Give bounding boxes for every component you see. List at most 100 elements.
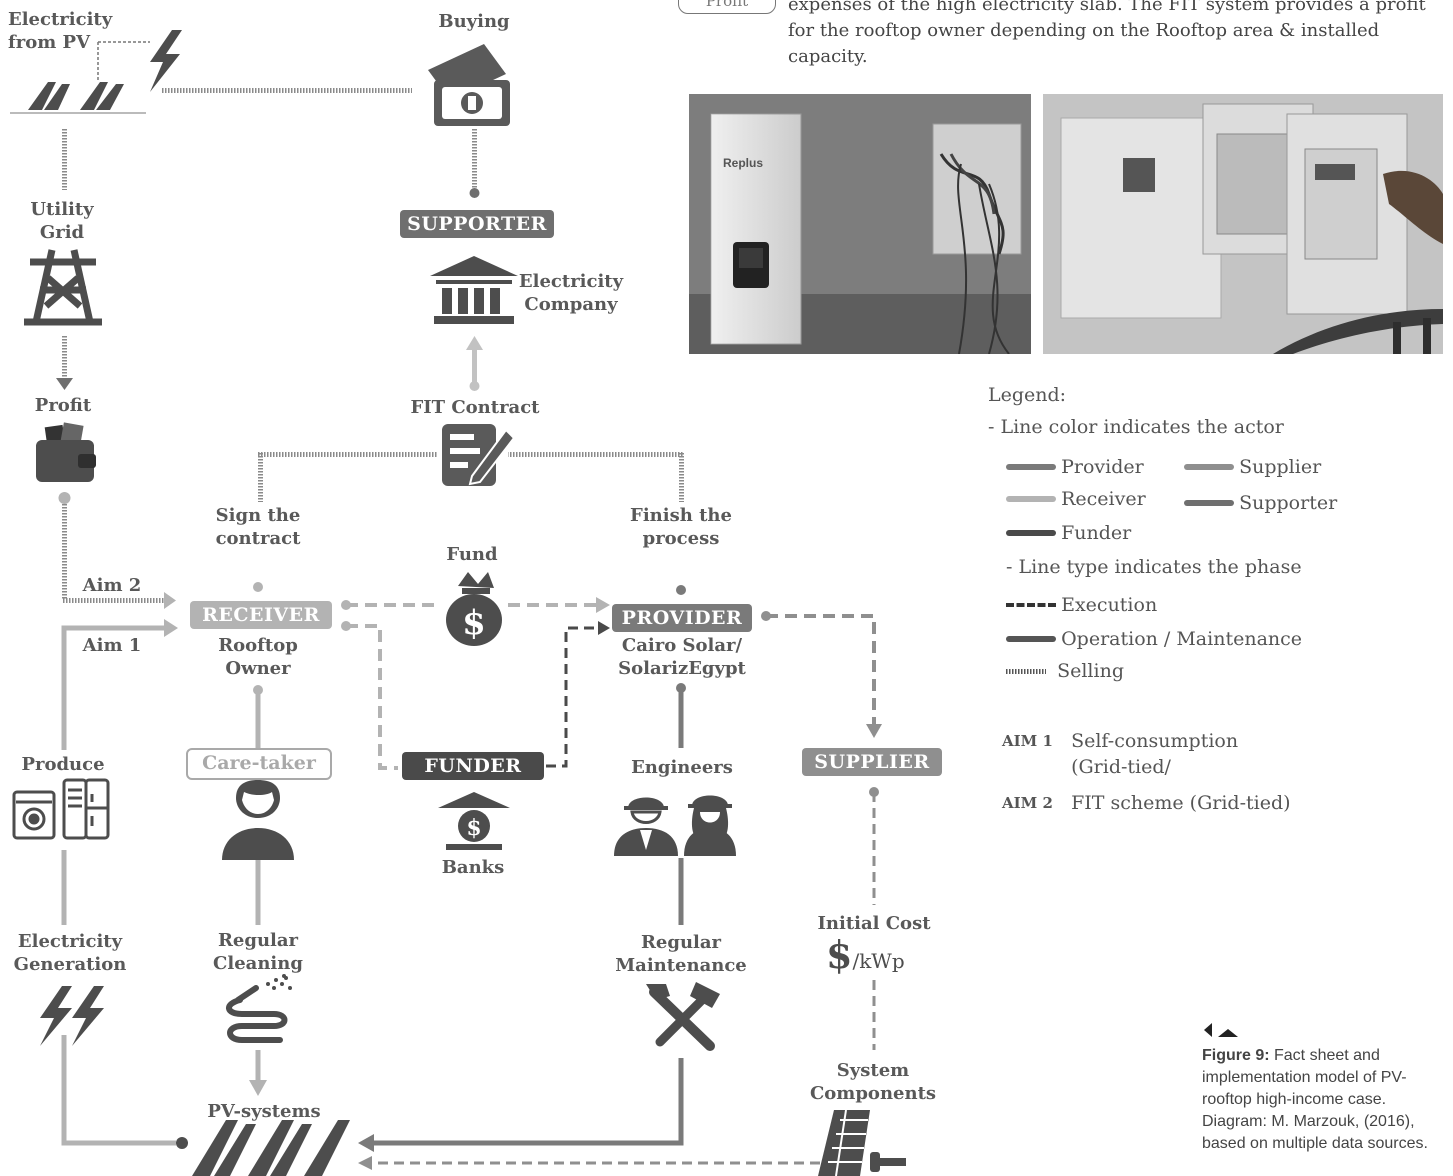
caption-arrows: [1202, 1020, 1242, 1044]
fact-text: expenses of the high electricity slab. T…: [788, 0, 1438, 70]
legend-supporter: Supporter: [1184, 492, 1337, 514]
legend-receiver: Receiver: [1006, 488, 1146, 510]
lightning-icon: [150, 30, 182, 92]
execution-receiver-funder: [346, 624, 398, 770]
engineers-icon: [614, 795, 736, 856]
legend-provider-label: Provider: [1061, 456, 1144, 478]
label-cairo-solar: Cairo Solar/ SolarizEgypt: [618, 635, 746, 679]
legend-supporter-label: Supporter: [1239, 492, 1338, 514]
bank-icon: [430, 256, 518, 324]
pylon-icon: [24, 249, 102, 326]
label-finish-process: Finish the process: [630, 505, 732, 549]
label-aim2: Aim 2: [82, 575, 142, 596]
legend-operation-swatch: [1006, 636, 1056, 642]
label-pv-systems: PV-systems: [207, 1101, 321, 1122]
figure-text: Fact sheet and implementation model of P…: [1202, 1047, 1428, 1152]
legend-aim1-text: Self-consumption (Grid-tied/: [1071, 730, 1239, 778]
selling-line-fit-left: [258, 452, 438, 457]
label-utility-grid: Utility Grid: [30, 199, 94, 243]
fact-text-line: for the rooftop owner depending on the R…: [788, 20, 1380, 41]
appliances-icon: [12, 778, 110, 840]
initial-cost-unit: $/kWp: [826, 932, 905, 977]
legend-provider: Provider: [1006, 456, 1144, 478]
legend-supplier-label: Supplier: [1239, 456, 1322, 478]
funder-box: FUNDER: [402, 752, 544, 780]
label-electricity-company: Electricity Company: [518, 271, 624, 315]
label-electricity-generation: Electricity Generation: [13, 931, 127, 975]
legend-color-heading: - Line color indicates the actor: [988, 416, 1284, 438]
figure-caption: Figure 9: Fact sheet and implementation …: [1202, 1045, 1448, 1176]
label-fund: Fund: [446, 544, 498, 565]
legend-operation: Operation / Maintenance: [1006, 628, 1302, 650]
legend-funder-swatch: [1006, 530, 1056, 536]
selling-line-grid-profit: [62, 336, 67, 380]
legend-provider-swatch: [1006, 464, 1056, 470]
legend-receiver-swatch: [1006, 496, 1056, 502]
meter-photo-drawing: [1043, 94, 1443, 354]
profit-tag: Profit: [678, 0, 776, 14]
fund-dollar-symbol: $: [462, 603, 486, 643]
per-kwp: /kWp: [852, 949, 905, 973]
legend-execution: Execution: [1006, 594, 1157, 616]
legend-aim2-code: AIM 2: [1002, 794, 1053, 812]
label-initial-cost: Initial Cost: [817, 913, 931, 934]
caption-arrow-icons: [1204, 1023, 1238, 1037]
legend-aim2: AIM 2 FIT scheme (Grid-tied): [1002, 790, 1291, 816]
pv-panels-icon: [10, 82, 146, 114]
label-electricity-from-pv: Electricity from PV: [8, 9, 113, 53]
bank-dollar-symbol: $: [466, 815, 481, 841]
selling-line-pv-grid: [62, 128, 67, 190]
label-system-components: System Components: [809, 1060, 937, 1104]
selling-line-aim2: [62, 598, 166, 603]
legend-execution-swatch: [1006, 603, 1056, 607]
figure-label: Figure 9:: [1202, 1047, 1270, 1064]
contract-icon: [442, 424, 516, 486]
label-aim1: Aim 1: [82, 635, 142, 656]
operation-maintenance-pv: [372, 1058, 684, 1146]
funder-bank-icon: [438, 792, 510, 850]
legend-supplier: Supplier: [1184, 456, 1321, 478]
tools-icon: [646, 982, 720, 1051]
execution-funder-provider: [546, 626, 598, 768]
legend-aim2-text: FIT scheme (Grid-tied): [1071, 792, 1291, 814]
meter-photo: [1043, 94, 1443, 354]
label-fit-contract: FIT Contract: [410, 397, 540, 418]
label-profit: Profit: [34, 395, 92, 416]
selling-line-profit-receiver: [62, 500, 67, 600]
inverter-brand: Replus: [723, 156, 764, 170]
legend-supplier-swatch: [1184, 464, 1234, 470]
inverter-photo: Replus: [689, 94, 1031, 354]
money-bag-icon: [446, 572, 502, 646]
legend-selling-swatch: [1006, 668, 1046, 674]
supplier-box: SUPPLIER: [802, 748, 942, 776]
hose-icon: [226, 985, 288, 1043]
fact-text-line: capacity.: [788, 46, 868, 67]
legend-operation-label: Operation / Maintenance: [1061, 628, 1303, 650]
inverter-photo-drawing: [689, 94, 1031, 354]
dollar-symbol: $: [826, 932, 853, 977]
label-produce: Produce: [21, 754, 105, 775]
selling-line-fit-right-down: [679, 452, 684, 502]
fact-text-line: expenses of the high electricity slab. T…: [788, 0, 1426, 15]
label-sign-contract: Sign the contract: [215, 505, 301, 549]
legend-receiver-label: Receiver: [1061, 488, 1146, 510]
selling-line-pv-buying: [162, 88, 412, 93]
legend-aim1-code: AIM 1: [1002, 732, 1053, 750]
solar-panel-icon: [818, 1109, 906, 1176]
label-banks: Banks: [441, 857, 505, 878]
spray-icon: [266, 974, 292, 990]
selling-line-fit-left-down: [258, 452, 263, 502]
supporter-box: SUPPORTER: [400, 210, 554, 238]
care-taker-box: Care-taker: [186, 748, 332, 780]
person-icon: [222, 780, 294, 860]
legend-type-heading: - Line type indicates the phase: [1006, 556, 1302, 578]
legend-selling: Selling: [1006, 660, 1124, 682]
selling-line-fit-right: [508, 452, 684, 457]
legend-title: Legend:: [988, 384, 1067, 406]
legend-supporter-swatch: [1184, 500, 1234, 506]
electricity-generation-icon: [40, 986, 104, 1046]
operation-aim1: [61, 625, 166, 750]
label-buying: Buying: [438, 11, 510, 32]
